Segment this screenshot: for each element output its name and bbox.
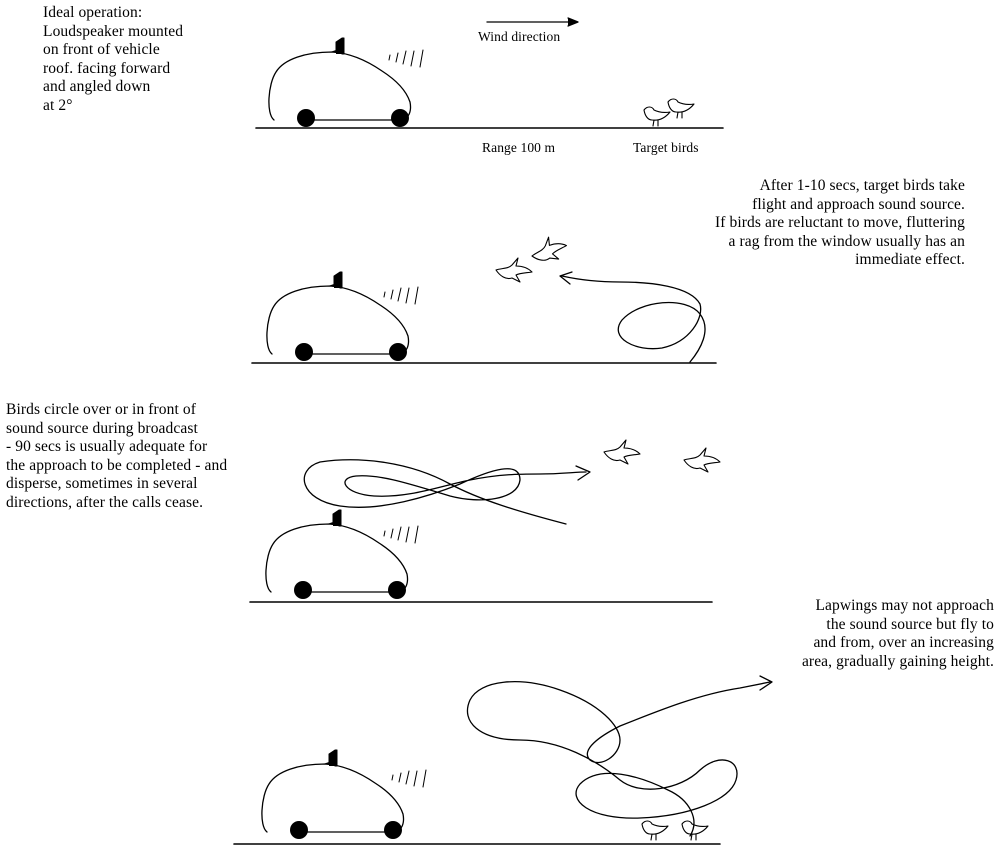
sound-waves-icon xyxy=(388,49,424,68)
panel-3-scene xyxy=(250,439,721,602)
wind-direction-label: Wind direction xyxy=(478,29,561,44)
panel-4-scene xyxy=(234,676,772,844)
caption-line: Birds circle over or in front of xyxy=(6,401,197,418)
caption-line: on front of vehicle xyxy=(43,41,160,59)
caption-line: Ideal operation: xyxy=(43,4,143,21)
caption-line: If birds are reluctant to move, flutteri… xyxy=(715,214,965,232)
caption-line: - 90 secs is usually adequate for xyxy=(6,438,208,456)
flight-path-loop xyxy=(304,460,586,524)
caption-line: Lapwings may not approach xyxy=(815,597,994,614)
caption-line: disperse, sometimes in several xyxy=(6,475,198,493)
target-birds-label: Target birds xyxy=(633,140,699,155)
caption-line: and from, over an increasing xyxy=(813,634,994,652)
panel-2-caption: After 1-10 secs, target birds take fligh… xyxy=(715,177,965,270)
panel-3-caption: Birds circle over or in front of sound s… xyxy=(6,401,227,513)
caption-line: immediate effect. xyxy=(855,251,965,269)
flight-path-loop xyxy=(562,276,705,362)
bird-icon xyxy=(667,98,695,119)
caption-line: flight and approach sound source. xyxy=(752,195,965,213)
bird-icon xyxy=(495,257,533,283)
panel-1-caption: Ideal operation: Loudspeaker mounted on … xyxy=(43,4,183,116)
bird-icon xyxy=(641,820,669,841)
caption-line: at 2° xyxy=(43,96,73,114)
bird-icon xyxy=(643,106,671,127)
arrow-icon xyxy=(576,466,590,480)
caption-line: the sound source but fly to xyxy=(826,615,994,633)
sound-waves-icon xyxy=(383,286,419,305)
panel-2-scene xyxy=(252,231,716,363)
bird-icon xyxy=(603,439,641,465)
caption-line: directions, after the calls cease. xyxy=(6,493,204,511)
car-icon xyxy=(261,749,405,840)
bird-icon xyxy=(683,447,721,473)
car-icon xyxy=(266,271,410,362)
caption-line: a rag from the window usually has an xyxy=(728,232,965,250)
caption-line: the approach to be completed - and xyxy=(6,456,228,474)
flight-path-loop xyxy=(467,682,770,836)
car-icon xyxy=(268,37,412,128)
caption-line: After 1-10 secs, target birds take xyxy=(759,177,965,194)
sound-waves-icon xyxy=(383,525,419,544)
wind-arrow-icon xyxy=(487,18,578,26)
bird-icon xyxy=(527,231,571,268)
sound-waves-icon xyxy=(391,769,427,788)
panel-1-scene xyxy=(256,18,723,128)
caption-line: area, gradually gaining height. xyxy=(801,652,994,670)
caption-line: and angled down xyxy=(43,78,151,96)
bird-icon xyxy=(681,820,709,841)
range-label: Range 100 m xyxy=(482,140,556,155)
arrow-icon xyxy=(560,272,572,284)
arrow-icon xyxy=(760,676,772,690)
caption-line: Loudspeaker mounted xyxy=(43,22,184,40)
caption-line: roof. facing forward xyxy=(43,59,171,77)
car-icon xyxy=(265,509,409,600)
panel-4-caption: Lapwings may not approach the sound sour… xyxy=(802,597,994,671)
caption-line: sound source during broadcast xyxy=(6,419,198,437)
